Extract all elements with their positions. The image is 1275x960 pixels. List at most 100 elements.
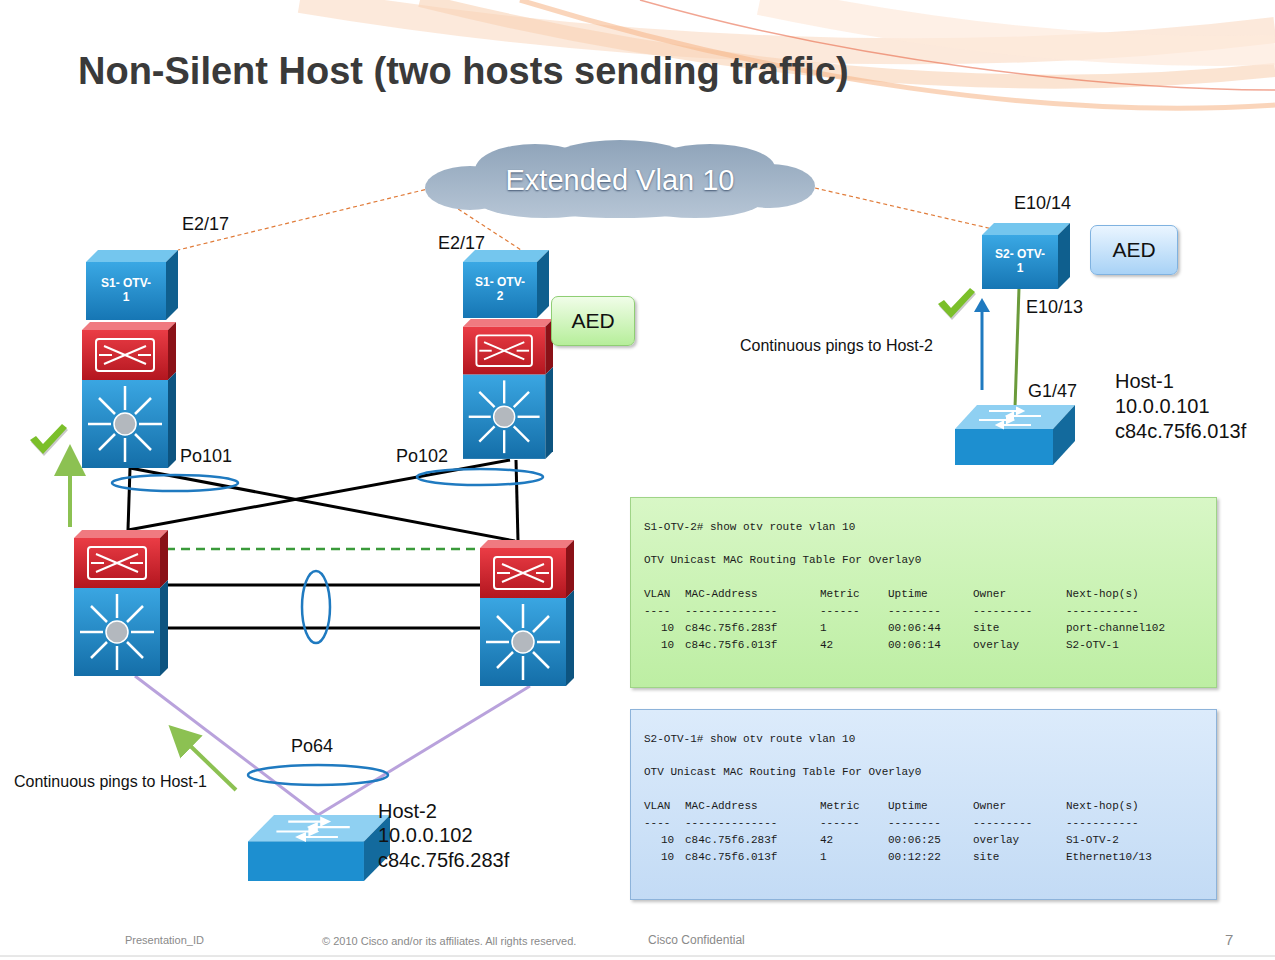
host-info: 10.0.0.101 bbox=[1115, 395, 1210, 418]
switch-side bbox=[1053, 405, 1075, 465]
check-mark bbox=[938, 288, 976, 320]
cli-text: 10 bbox=[661, 622, 674, 634]
cube-front bbox=[463, 262, 537, 318]
host-info: 10.0.0.102 bbox=[378, 824, 473, 847]
cli-text: 10 bbox=[661, 639, 674, 651]
cli-text: 42 bbox=[820, 639, 833, 651]
cli-text: Owner bbox=[973, 588, 1006, 600]
cli-text: ---- bbox=[644, 605, 670, 617]
link bbox=[135, 676, 318, 815]
cli-text: port-channel102 bbox=[1066, 622, 1165, 634]
link bbox=[516, 460, 518, 541]
cube-label-box: S2- OTV-1 bbox=[982, 235, 1058, 289]
cli-text: Next-hop(s) bbox=[1066, 800, 1139, 812]
cli-text: MAC-Address bbox=[685, 588, 758, 600]
footer-text: Presentation_ID bbox=[125, 934, 204, 946]
host-info: Host-2 bbox=[378, 800, 437, 823]
cli-text: 1 bbox=[820, 851, 827, 863]
arrow-head bbox=[974, 298, 990, 312]
cli-text: c84c.75f6.283f bbox=[685, 622, 777, 634]
cli-text: 00:12:22 bbox=[888, 851, 941, 863]
link bbox=[130, 468, 515, 541]
cli-text: --------- bbox=[973, 817, 1032, 829]
nexus-switch bbox=[82, 322, 176, 468]
host-switch: Host-210.0.0.102c84c.75f6.283f bbox=[248, 815, 390, 881]
cli-text: S2-OTV-1 bbox=[1066, 639, 1119, 651]
interface-label: E2/17 bbox=[182, 214, 229, 235]
cli-text: Metric bbox=[820, 588, 860, 600]
cube-side bbox=[1058, 223, 1070, 289]
otv-device: S2- OTV-1 bbox=[982, 223, 1070, 289]
cli-text: ----------- bbox=[1066, 817, 1139, 829]
aed-label: AED bbox=[571, 309, 614, 333]
link bbox=[318, 686, 530, 815]
cube-top bbox=[86, 250, 178, 262]
peer-keepalive bbox=[166, 548, 480, 551]
switch-arrows bbox=[979, 408, 1041, 428]
otv-device: S1- OTV-2 bbox=[463, 250, 549, 318]
cli-text: 00:06:25 bbox=[888, 834, 941, 846]
footer-text: © 2010 Cisco and/or its affiliates. All … bbox=[322, 935, 576, 947]
interface-label: G1/47 bbox=[1028, 381, 1077, 402]
port-channel-ring bbox=[417, 469, 543, 485]
port-channel-label: Po64 bbox=[291, 736, 333, 757]
host-info: c84c.75f6.013f bbox=[1115, 420, 1246, 443]
aed-label: AED bbox=[1112, 238, 1155, 262]
interface-label: E10/13 bbox=[1026, 297, 1083, 318]
port-channel-ring bbox=[112, 475, 238, 491]
cli-text: ------ bbox=[820, 817, 860, 829]
slide-title: Non-Silent Host (two hosts sending traff… bbox=[78, 50, 849, 93]
cube-label-box: S1- OTV-2 bbox=[463, 262, 537, 318]
cli-text: VLAN bbox=[644, 800, 670, 812]
nexus-switch bbox=[480, 540, 574, 686]
cli-text: OTV Unicast MAC Routing Table For Overla… bbox=[644, 766, 921, 778]
cli-text: S1-OTV-2 bbox=[1066, 834, 1119, 846]
port-channel-label: Po101 bbox=[180, 446, 232, 467]
host-switch: Host-110.0.0.101c84c.75f6.013f bbox=[955, 405, 1075, 465]
cli-text: 10 bbox=[661, 834, 674, 846]
traffic-arrow bbox=[981, 310, 984, 390]
access-switch-icon bbox=[248, 815, 390, 881]
cube-front bbox=[982, 235, 1058, 289]
cli-text: 00:06:14 bbox=[888, 639, 941, 651]
link-connector bbox=[178, 190, 425, 250]
cloud-label-box: Extended Vlan 10 bbox=[425, 140, 815, 220]
cli-text: Owner bbox=[973, 800, 1006, 812]
swoosh bbox=[760, 0, 1275, 51]
aed-badge: AED bbox=[551, 296, 635, 346]
footer-rule bbox=[0, 956, 1275, 957]
traffic-arrow bbox=[68, 460, 72, 527]
traffic-note: Continuous pings to Host-2 bbox=[740, 337, 933, 355]
cli-text: overlay bbox=[973, 639, 1019, 651]
check-mark bbox=[30, 424, 68, 456]
link bbox=[166, 627, 480, 630]
cli-output-panel: S2-OTV-1# show otv route vlan 10 OTV Unic… bbox=[630, 709, 1217, 900]
cli-text: S1-OTV-2# show otv route vlan 10 bbox=[644, 521, 855, 533]
port-channel-rings bbox=[112, 469, 543, 785]
cli-text: S2-OTV-1# show otv route vlan 10 bbox=[644, 733, 855, 745]
cli-text: Uptime bbox=[888, 588, 928, 600]
cli-text: VLAN bbox=[644, 588, 670, 600]
interface-label: E10/14 bbox=[1014, 193, 1071, 214]
port-channel-label: Po102 bbox=[396, 446, 448, 467]
cli-text: site bbox=[973, 851, 999, 863]
cli-text: -------------- bbox=[685, 817, 777, 829]
switch-arrows bbox=[276, 818, 349, 840]
aed-badge: AED bbox=[1090, 225, 1178, 275]
cli-text: OTV Unicast MAC Routing Table For Overla… bbox=[644, 554, 921, 566]
host-info: c84c.75f6.283f bbox=[378, 849, 509, 872]
footer-text: Cisco Confidential bbox=[648, 933, 745, 947]
cli-text: ------ bbox=[820, 605, 860, 617]
cli-text: site bbox=[973, 622, 999, 634]
link-lines bbox=[128, 460, 530, 815]
device-name: S2- OTV-1 bbox=[994, 248, 1046, 276]
cloud-label: Extended Vlan 10 bbox=[506, 164, 735, 197]
cli-text: overlay bbox=[973, 834, 1019, 846]
overlay-cloud: Extended Vlan 10 bbox=[425, 140, 815, 220]
cli-text: -------- bbox=[888, 605, 941, 617]
cli-text: 1 bbox=[820, 622, 827, 634]
cube-label-box: S1- OTV-1 bbox=[86, 262, 166, 320]
nexus-switch bbox=[74, 530, 168, 676]
cli-output-panel: S1-OTV-2# show otv route vlan 10 OTV Unic… bbox=[630, 497, 1217, 688]
